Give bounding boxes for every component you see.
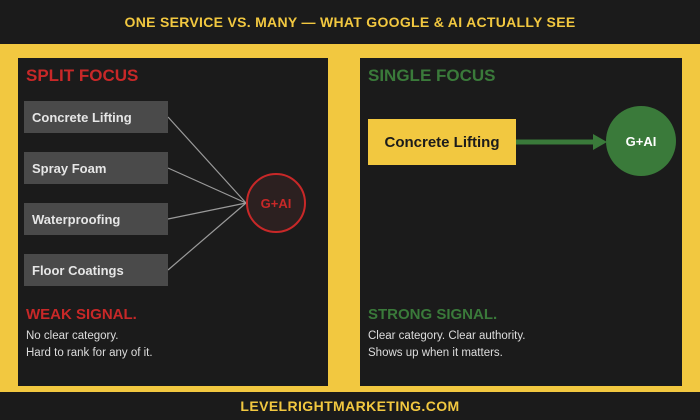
connector-line-2 [167, 167, 247, 204]
connector-lines [167, 116, 247, 271]
service-box-concrete-lifting: Concrete Lifting [24, 101, 168, 133]
split-focus-panel: SPLIT FOCUS Concrete Lifting Spray Foam … [18, 58, 328, 386]
page-title: ONE SERVICE VS. MANY — WHAT GOOGLE & AI … [124, 14, 576, 30]
page-header: ONE SERVICE VS. MANY — WHAT GOOGLE & AI … [0, 0, 700, 44]
service-box-floor-coatings: Floor Coatings [24, 254, 168, 286]
service-box-spray-foam: Spray Foam [24, 152, 168, 184]
weak-signal-line-2: Hard to rank for any of it. [26, 347, 153, 359]
page-footer: LEVELRIGHTMARKETING.COM [0, 392, 700, 420]
single-focus-title: SINGLE FOCUS [368, 66, 496, 85]
weak-signal-description: No clear category. Hard to rank for any … [26, 328, 153, 362]
service-box-waterproofing: Waterproofing [24, 203, 168, 235]
strong-signal-node: G+AI [606, 106, 676, 176]
weak-signal-title: WEAK SIGNAL. [26, 306, 137, 323]
focus-service-box: Concrete Lifting [368, 119, 516, 165]
strong-signal-title: STRONG SIGNAL. [368, 306, 498, 323]
single-focus-panel: SINGLE FOCUS Concrete Lifting G+AI STRON… [360, 58, 682, 386]
strong-signal-description: Clear category. Clear authority. Shows u… [368, 328, 525, 362]
arrow-head [593, 134, 607, 150]
strong-signal-line-2: Shows up when it matters. [368, 347, 503, 359]
strong-signal-line-1: Clear category. Clear authority. [368, 330, 526, 342]
strong-arrow [516, 134, 607, 150]
split-focus-title: SPLIT FOCUS [26, 66, 139, 85]
connector-line-4 [167, 202, 247, 271]
connector-line-1 [167, 116, 247, 204]
weak-signal-node: G+AI [246, 173, 306, 233]
connector-line-3 [167, 202, 247, 220]
footer-url: LEVELRIGHTMARKETING.COM [240, 398, 460, 414]
weak-signal-line-1: No clear category. [26, 330, 119, 342]
